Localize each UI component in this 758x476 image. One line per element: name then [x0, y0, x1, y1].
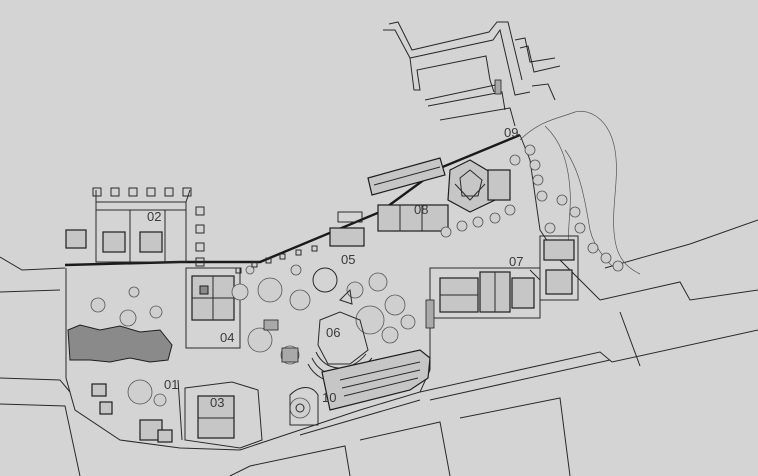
zone-02-posts — [92, 187, 205, 267]
zone-label-04: 04 — [220, 330, 234, 345]
pier — [383, 21, 561, 127]
zone-04-block — [185, 267, 241, 349]
zone-label-03: 03 — [210, 395, 224, 410]
zone-label-01: 01 — [164, 377, 178, 392]
zone-01-block — [67, 286, 183, 443]
zone-label-07: 07 — [509, 254, 523, 269]
zone-label-10: 10 — [322, 390, 336, 405]
zone-10-strip — [289, 349, 431, 436]
zone-label-02: 02 — [147, 209, 161, 224]
zone-label-09: 09 — [504, 125, 518, 140]
zone-02-block — [65, 187, 205, 267]
zone-03-block — [184, 381, 311, 449]
zone-07-block — [425, 235, 579, 329]
zone-08-block — [329, 157, 511, 247]
promenade-markers — [235, 245, 318, 274]
zone-label-08: 08 — [414, 202, 428, 217]
zone-label-06: 06 — [326, 325, 340, 340]
zone-05-park — [231, 264, 416, 365]
tree-row-promenade — [440, 144, 624, 272]
zone-labels: 01 02 03 04 05 06 07 08 09 10 — [147, 125, 523, 410]
zone-label-05: 05 — [341, 252, 355, 267]
street-lines — [0, 219, 758, 476]
